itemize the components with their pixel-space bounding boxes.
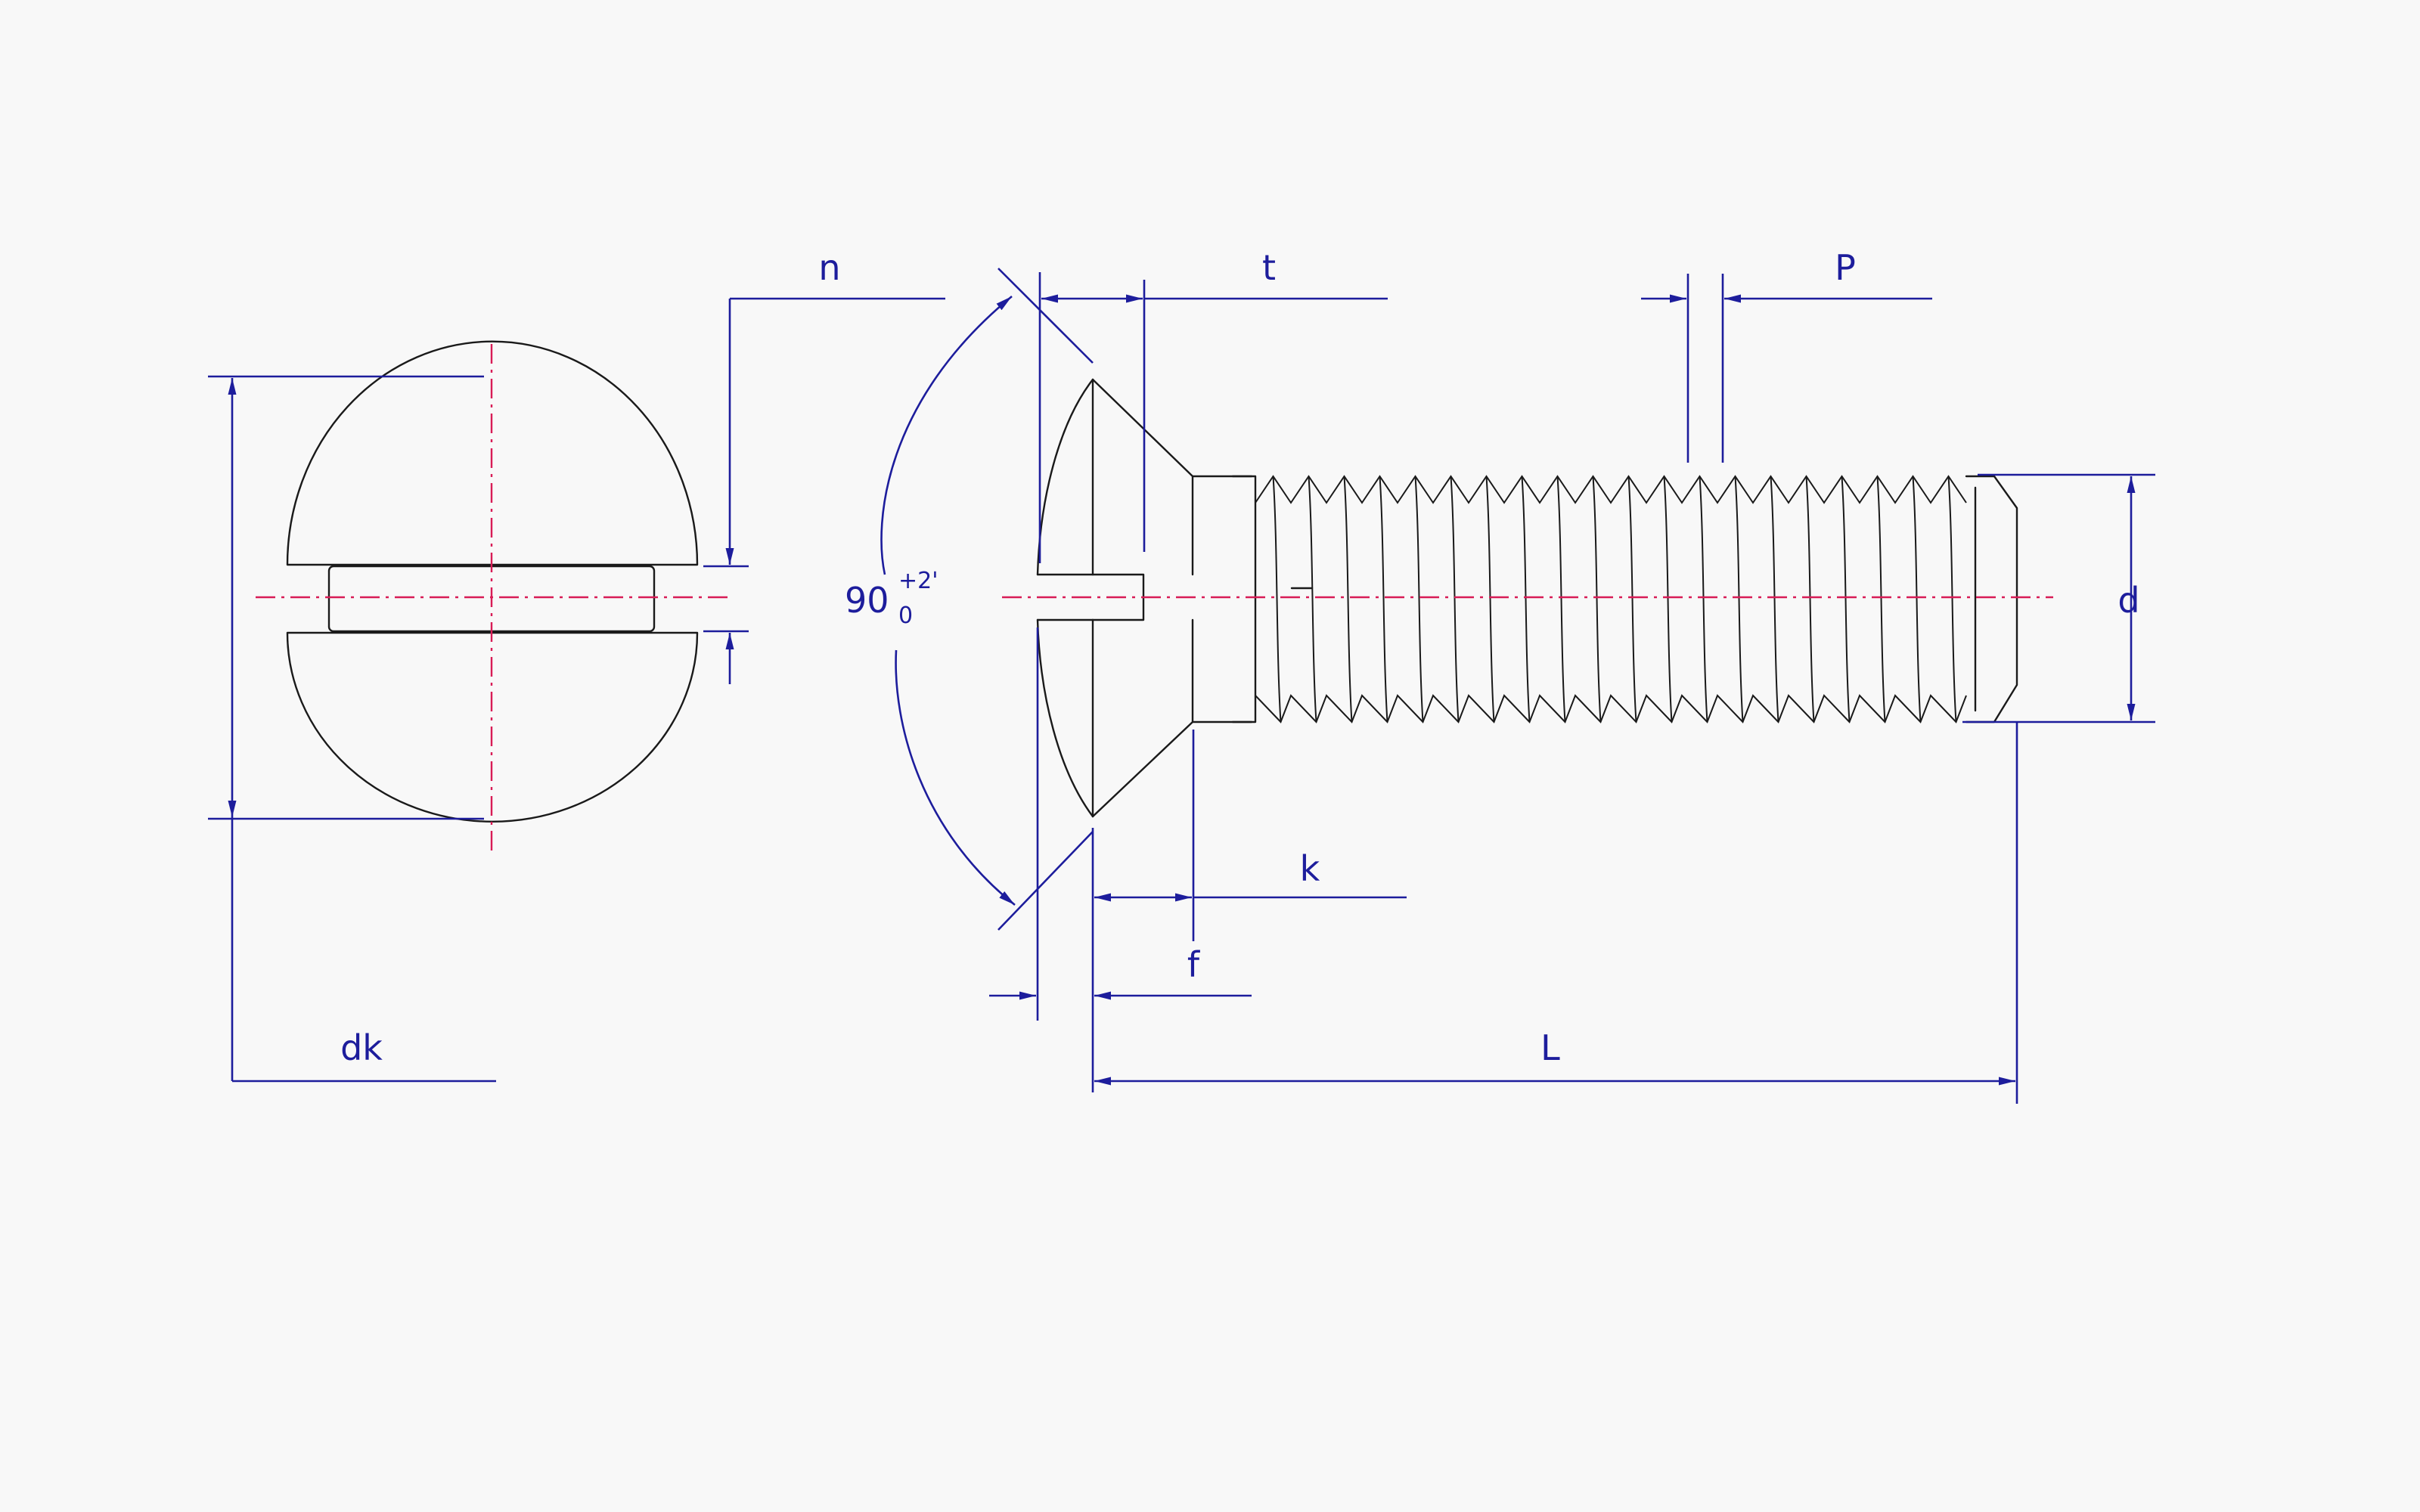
label-d: d <box>2118 580 2139 621</box>
thread-crest-line <box>1556 476 1566 723</box>
countersunk-cone-upper <box>1091 378 1194 576</box>
thread-crest-line <box>1485 476 1495 723</box>
thread-crest-line <box>1414 476 1424 723</box>
thread-crest-line <box>1699 476 1708 723</box>
thread-crest-line <box>1734 476 1744 723</box>
label-p: P <box>1835 247 1856 288</box>
label-n: n <box>818 247 840 288</box>
dimension-f: f <box>989 627 1252 1021</box>
thread-crest-lines <box>1272 476 1957 723</box>
dimension-head-angle: 90 +2' 0 <box>845 268 1094 931</box>
thread-crest-line <box>1805 476 1815 723</box>
dimension-dk: dk <box>208 375 496 1083</box>
shank-outline <box>1191 475 1257 723</box>
thread-crest-line <box>1770 476 1779 723</box>
thread-crest-line <box>1379 476 1388 723</box>
dimension-p: P <box>1641 247 1932 463</box>
label-k: k <box>1300 848 1320 889</box>
dimension-d: d <box>1962 473 2155 723</box>
countersunk-cone-lower <box>1091 618 1194 818</box>
thread-crest-line <box>1947 476 1957 723</box>
thread-crest-line <box>1308 476 1317 723</box>
thread-teeth-top <box>1255 475 1967 504</box>
label-f: f <box>1187 944 1201 985</box>
head-lower-arc <box>286 631 699 823</box>
raised-dome-lower <box>1036 618 1094 818</box>
thread-crest-line <box>1876 476 1886 723</box>
label-dk: dk <box>340 1027 383 1068</box>
thread-crest-line <box>1912 476 1922 723</box>
label-l: L <box>1540 1027 1560 1068</box>
label-angle: 90 <box>845 580 889 621</box>
label-t: t <box>1262 247 1276 288</box>
head-top-view <box>256 340 734 850</box>
thread-crest-line <box>1627 476 1637 723</box>
dimension-n: n <box>703 247 945 684</box>
label-tolerance-upper: +2' <box>898 568 938 594</box>
dimension-k: k <box>1091 730 1407 1092</box>
head-upper-arc <box>286 340 699 566</box>
thread-teeth-bottom <box>1255 694 1967 723</box>
thread-crest-line <box>1663 476 1673 723</box>
thread-crest-line <box>1521 476 1531 723</box>
thread-crest-line <box>1450 476 1460 723</box>
thread-crest-line <box>1272 476 1282 723</box>
label-tolerance-lower: 0 <box>898 603 913 629</box>
raised-dome-upper <box>1036 378 1094 576</box>
thread-crest-line <box>1592 476 1602 723</box>
dimension-l: L <box>1094 722 2018 1104</box>
screw-side-view <box>1002 378 2053 818</box>
thread-crest-line <box>1343 476 1353 723</box>
dimension-t: t <box>1038 247 1388 563</box>
thread-crest-line <box>1841 476 1851 723</box>
